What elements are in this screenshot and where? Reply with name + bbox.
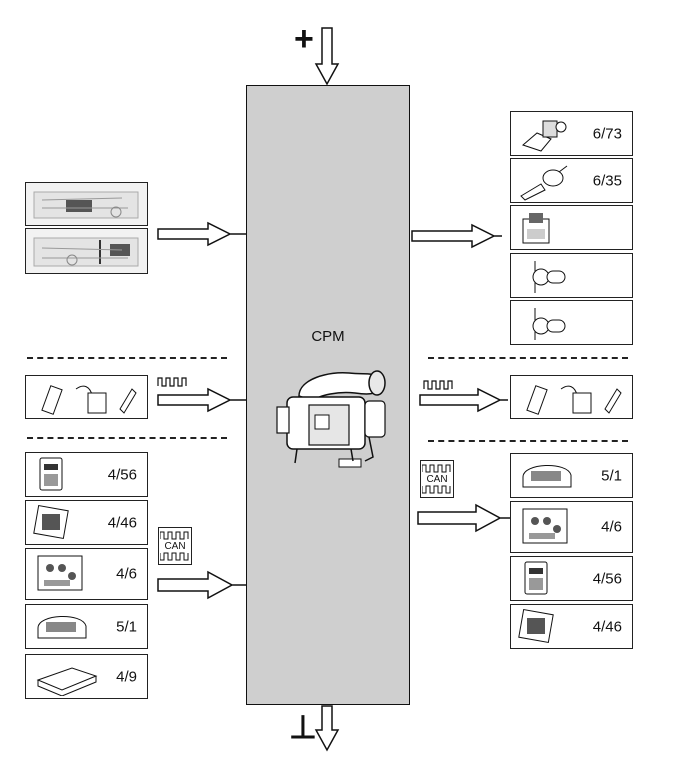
unit-label: 4/9	[116, 668, 137, 685]
engine-bay-photo-icon	[33, 191, 139, 219]
cpm-label: CPM	[311, 328, 345, 345]
engine-bay-photo-icon	[33, 237, 139, 267]
right-remote-arrow-icon	[419, 387, 508, 413]
ground-symbol: ⊥	[289, 709, 317, 745]
valve-actuator-icon	[522, 120, 567, 152]
separator-left-2	[27, 437, 227, 439]
parking-heater-icon	[276, 370, 386, 468]
cpm-module: CPM	[246, 85, 410, 705]
control-module-icon	[518, 609, 554, 643]
unit-label: 4/56	[107, 466, 137, 483]
unit-label: 5/1	[601, 467, 622, 484]
right-can-unit-2: 4/6	[510, 501, 633, 553]
can-label: CAN	[164, 541, 186, 552]
can-label: CAN	[426, 474, 448, 485]
left-input-arrow-icon	[157, 221, 246, 247]
left-input-engine-bay-2	[25, 228, 148, 274]
right-can-unit-4: 4/46	[510, 604, 633, 649]
left-input-remote	[25, 375, 148, 419]
left-can-unit-4: 5/1	[25, 604, 148, 649]
control-module-icon	[36, 667, 98, 696]
control-module-icon	[524, 561, 548, 595]
right-can-unit-1: 5/1	[510, 453, 633, 498]
can-bus-signal-icon: CAN	[420, 460, 454, 498]
right-output-arrow-icon	[411, 223, 502, 249]
unit-label: 4/46	[107, 514, 137, 531]
pulse-signal-icon	[423, 380, 453, 390]
control-module-icon	[37, 615, 87, 639]
control-module-icon	[37, 555, 83, 591]
separator-right-2	[428, 440, 628, 442]
sensor-probe-icon	[520, 165, 568, 201]
unit-label: 4/6	[601, 518, 622, 536]
key-and-remote-icon	[41, 385, 137, 415]
right-can-arrow-icon	[417, 503, 510, 533]
right-output-sensor-1: 6/73	[510, 111, 633, 156]
unit-label: 5/1	[116, 618, 137, 635]
control-module-icon	[522, 508, 568, 544]
right-output-remote	[510, 375, 633, 419]
unit-label: 4/46	[592, 618, 622, 635]
control-module-icon	[39, 457, 63, 491]
glow-plug-icon	[532, 308, 566, 340]
pulse-signal-icon	[157, 377, 187, 387]
left-can-arrow-icon	[157, 570, 246, 600]
power-in-arrow-icon	[314, 27, 340, 86]
left-can-unit-3: 4/6	[25, 548, 148, 600]
unit-label: 4/56	[592, 570, 622, 587]
pump-motor-icon	[522, 213, 550, 244]
control-module-icon	[33, 505, 69, 539]
power-plus-symbol: +	[294, 20, 314, 58]
control-module-icon	[522, 464, 572, 488]
key-and-remote-icon	[526, 385, 622, 415]
ground-out-arrow-icon	[314, 705, 340, 752]
left-can-unit-1: 4/56	[25, 452, 148, 497]
separator-left-1	[27, 357, 227, 359]
left-can-unit-5: 4/9	[25, 654, 148, 699]
left-remote-arrow-icon	[157, 387, 246, 413]
right-output-sensor-4	[510, 253, 633, 298]
sensor-label: 6/35	[592, 172, 622, 189]
unit-label: 4/6	[116, 565, 137, 583]
right-output-sensor-2: 6/35	[510, 158, 633, 203]
right-output-sensor-5	[510, 300, 633, 345]
sensor-label: 6/73	[592, 125, 622, 142]
can-bus-signal-icon: CAN	[158, 527, 192, 565]
glow-plug-icon	[532, 261, 566, 293]
separator-right-1	[428, 357, 628, 359]
right-output-sensor-3	[510, 205, 633, 250]
left-input-engine-bay-1	[25, 182, 148, 226]
right-can-unit-3: 4/56	[510, 556, 633, 601]
left-can-unit-2: 4/46	[25, 500, 148, 545]
